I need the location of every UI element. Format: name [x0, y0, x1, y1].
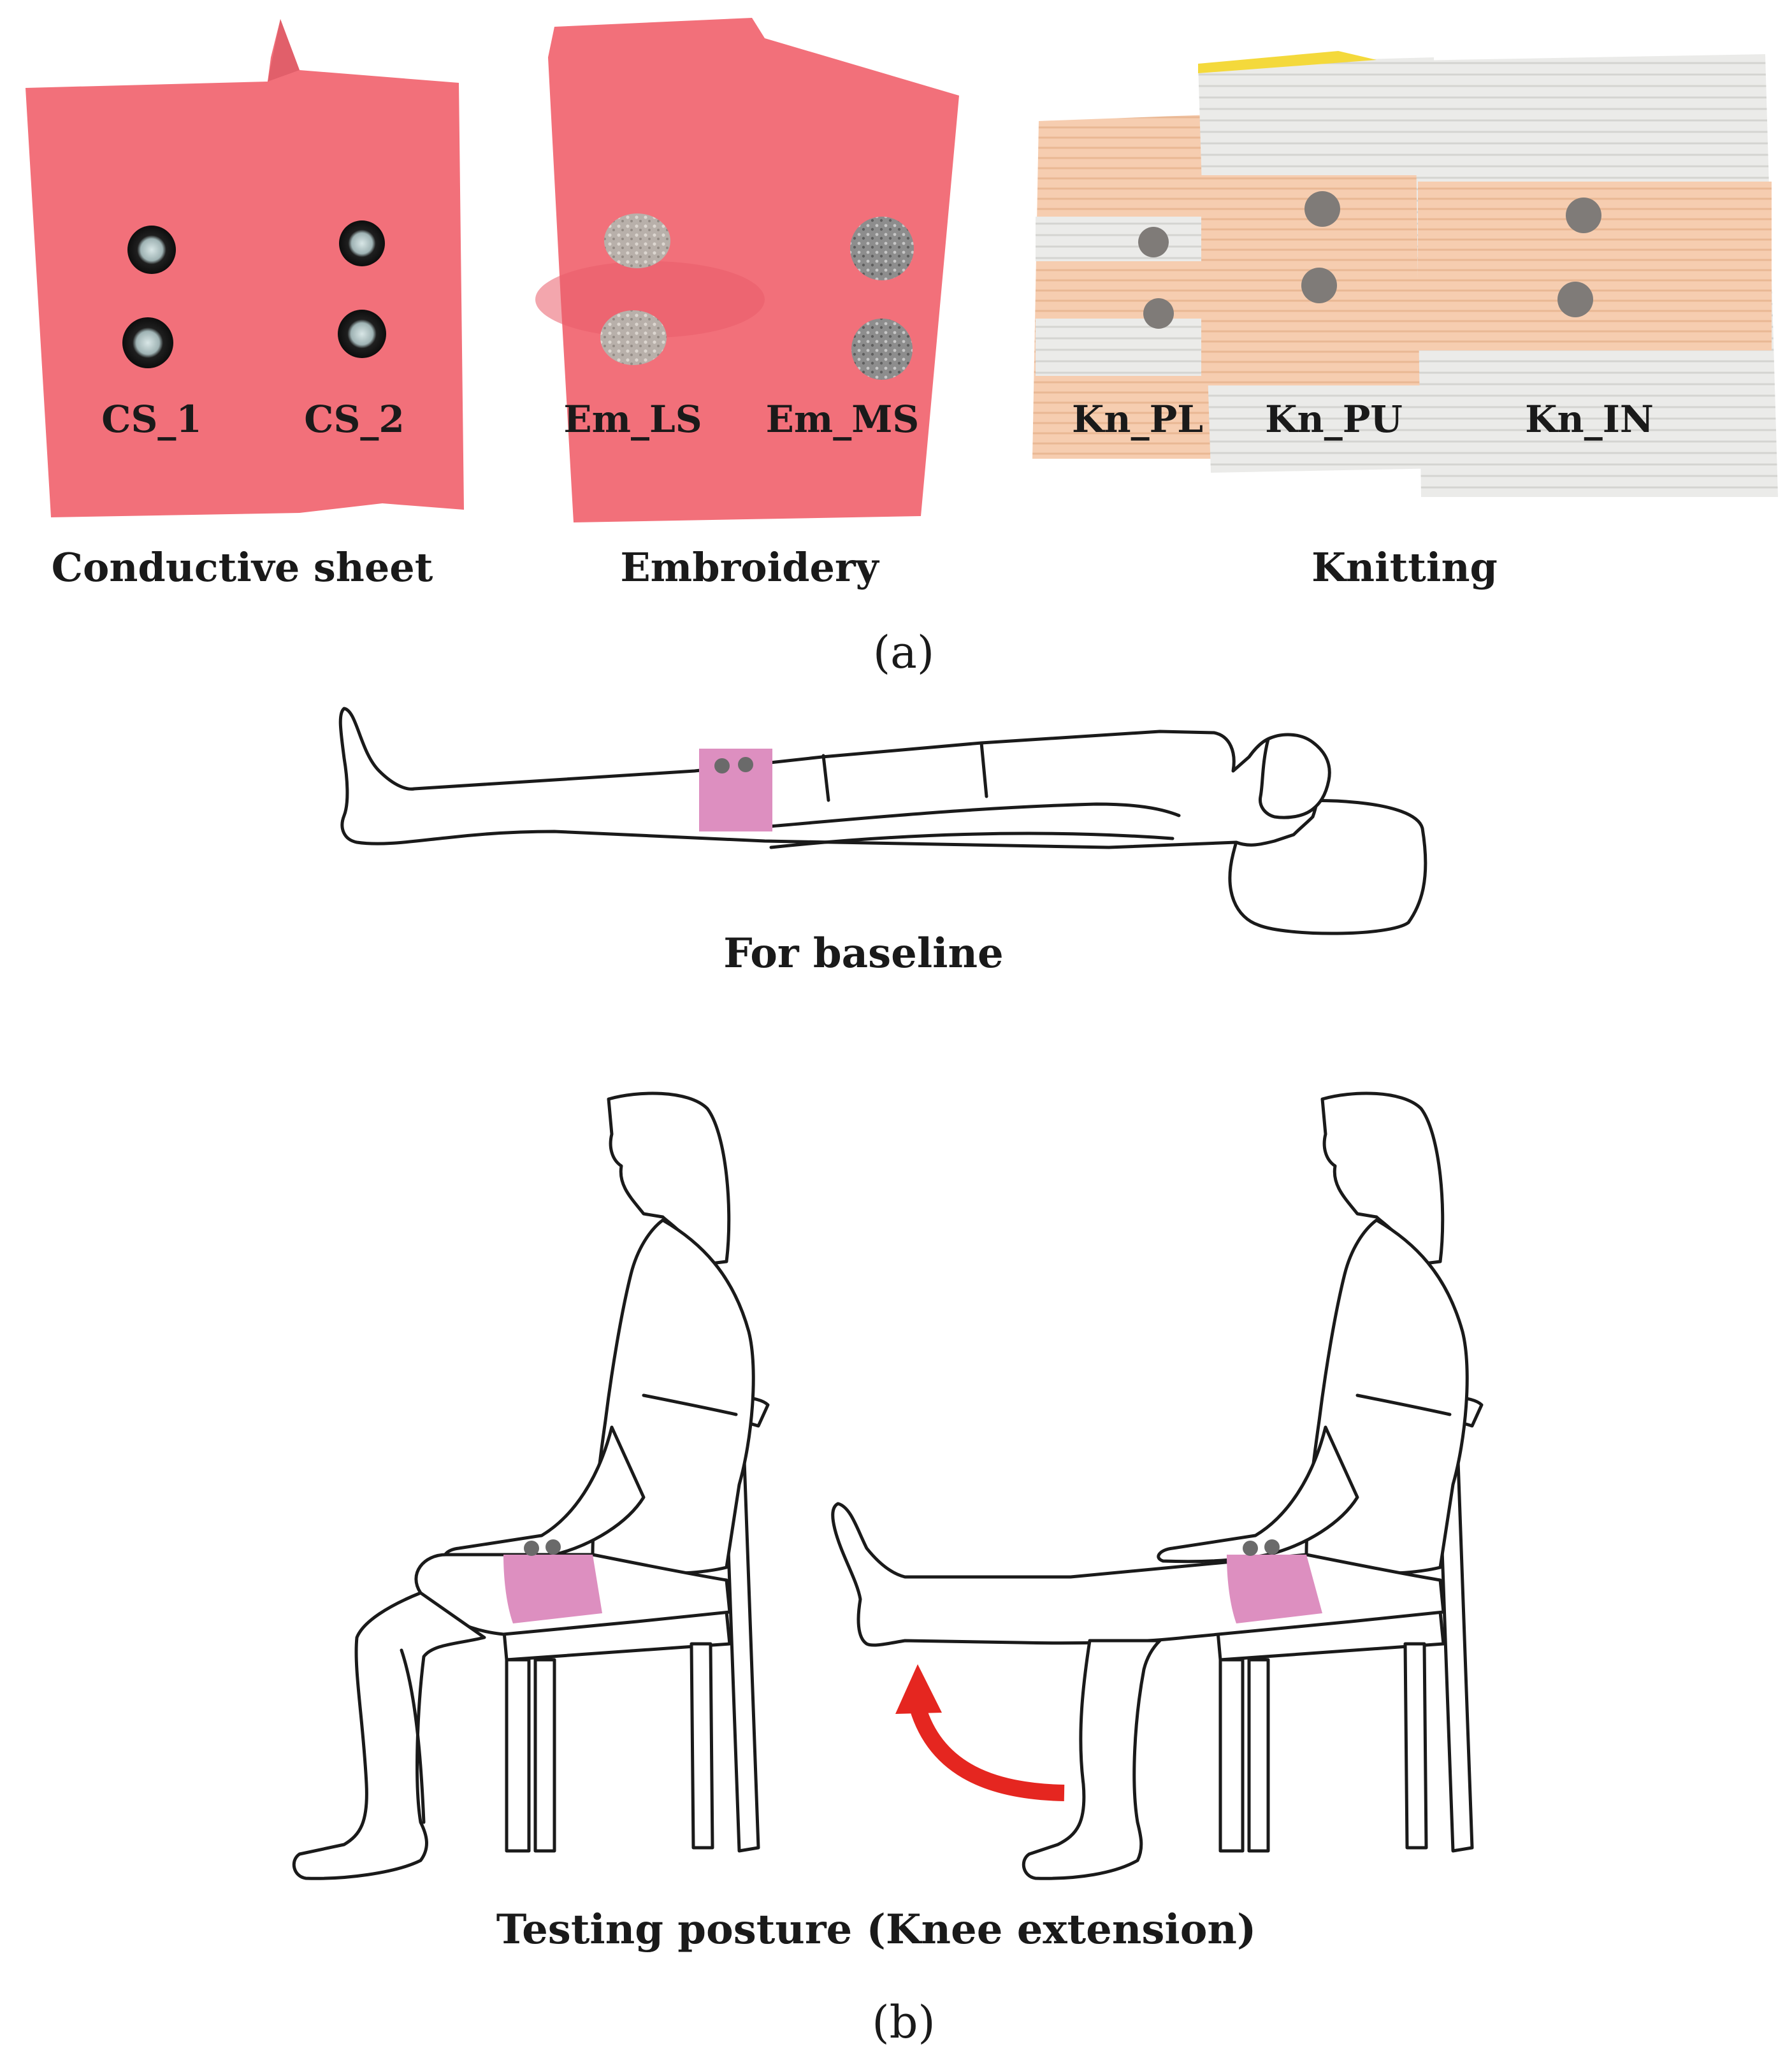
kn-pl-knit-sample	[1032, 115, 1217, 459]
kn-in-label: Kn_IN	[1525, 398, 1654, 441]
testing-posture-caption: Testing posture (Knee extension)	[496, 1906, 1256, 1953]
baseline-caption: For baseline	[723, 930, 1003, 977]
kn-pl-label: Kn_PL	[1072, 398, 1203, 441]
em-ls-embroidered-electrodes	[600, 213, 670, 365]
kn-pu-label: Kn_PU	[1265, 398, 1403, 441]
em-ms-embroidered-electrodes	[850, 217, 914, 380]
seated-figure-rest	[292, 1091, 770, 1880]
cs-2-snap-electrodes	[338, 220, 386, 358]
em-ms-label: Em_MS	[766, 398, 920, 441]
rest-electrode-pad	[503, 1555, 602, 1623]
embroidery-sample	[535, 18, 959, 522]
cs-1-label: CS_1	[101, 398, 201, 441]
conductive-sheet-sample	[25, 19, 464, 517]
embroidery-label: Embroidery	[620, 544, 879, 591]
knee-extension-arrow	[895, 1664, 1065, 1801]
baseline-electrode-pad	[699, 749, 772, 831]
kn-in-knit-sample	[1415, 54, 1778, 497]
cs-2-label: CS_2	[304, 398, 404, 441]
panel-a-label: (a)	[873, 626, 934, 679]
kn-pu-knit-sample	[1198, 51, 1442, 473]
cs-1-snap-electrodes	[122, 226, 176, 368]
extension-electrode-pad	[1227, 1555, 1322, 1623]
seated-figure-extension	[831, 1091, 1484, 1880]
panel-b-label: (b)	[872, 1996, 935, 2048]
knitting-samples	[1032, 51, 1778, 497]
knitting-label: Knitting	[1311, 544, 1498, 591]
conductive-sheet-label: Conductive sheet	[52, 544, 433, 591]
lying-figure-illustration	[338, 707, 1427, 935]
em-ls-label: Em_LS	[563, 398, 702, 441]
